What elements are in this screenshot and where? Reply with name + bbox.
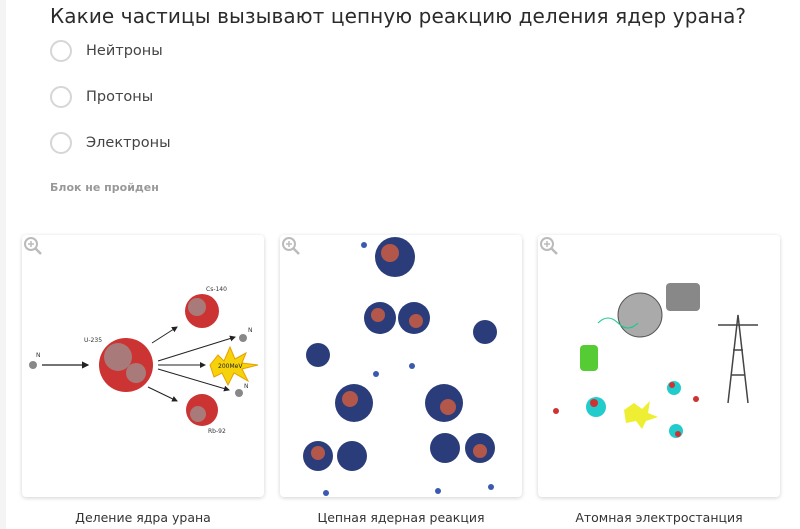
radio-button[interactable] bbox=[50, 40, 72, 62]
svg-text:200MeV: 200MeV bbox=[218, 363, 243, 370]
status-text: Блок не пройден bbox=[50, 181, 159, 194]
power-plant-illustration bbox=[553, 283, 758, 438]
image-card-fission[interactable]: N U-235 Cs-140 N N 200MeV Rb-92 bbox=[22, 235, 264, 497]
question-title: Какие частицы вызывают цепную реакцию де… bbox=[50, 4, 747, 28]
svg-text:N: N bbox=[248, 327, 253, 334]
svg-text:N: N bbox=[244, 383, 249, 390]
svg-text:U-235: U-235 bbox=[84, 337, 102, 344]
option-label: Электроны bbox=[86, 135, 171, 151]
zoom-icon[interactable] bbox=[22, 235, 44, 257]
svg-text:Rb-92: Rb-92 bbox=[208, 428, 226, 435]
svg-text:N: N bbox=[36, 352, 41, 359]
caption-fission: Деление ядра урана bbox=[75, 510, 211, 525]
zoom-icon[interactable] bbox=[538, 235, 560, 257]
option-label: Протоны bbox=[86, 89, 154, 105]
svg-text:Cs-140: Cs-140 bbox=[206, 286, 227, 293]
chain-reaction-illustration bbox=[303, 237, 497, 496]
image-card-chain-reaction[interactable] bbox=[280, 235, 522, 497]
radio-button[interactable] bbox=[50, 86, 72, 108]
image-card-power-plant[interactable] bbox=[538, 235, 780, 497]
radio-button[interactable] bbox=[50, 132, 72, 154]
fission-illustration: N U-235 Cs-140 N N 200MeV Rb-92 bbox=[29, 286, 259, 435]
zoom-icon[interactable] bbox=[280, 235, 302, 257]
option-label: Нейтроны bbox=[86, 43, 163, 59]
caption-power-plant: Атомная электростанция bbox=[575, 510, 743, 525]
option-protons[interactable]: Протоны bbox=[50, 86, 153, 108]
option-neutrons[interactable]: Нейтроны bbox=[50, 40, 163, 62]
option-electrons[interactable]: Электроны bbox=[50, 132, 171, 154]
page-edge bbox=[0, 0, 6, 529]
caption-chain-reaction: Цепная ядерная реакция bbox=[317, 510, 485, 525]
